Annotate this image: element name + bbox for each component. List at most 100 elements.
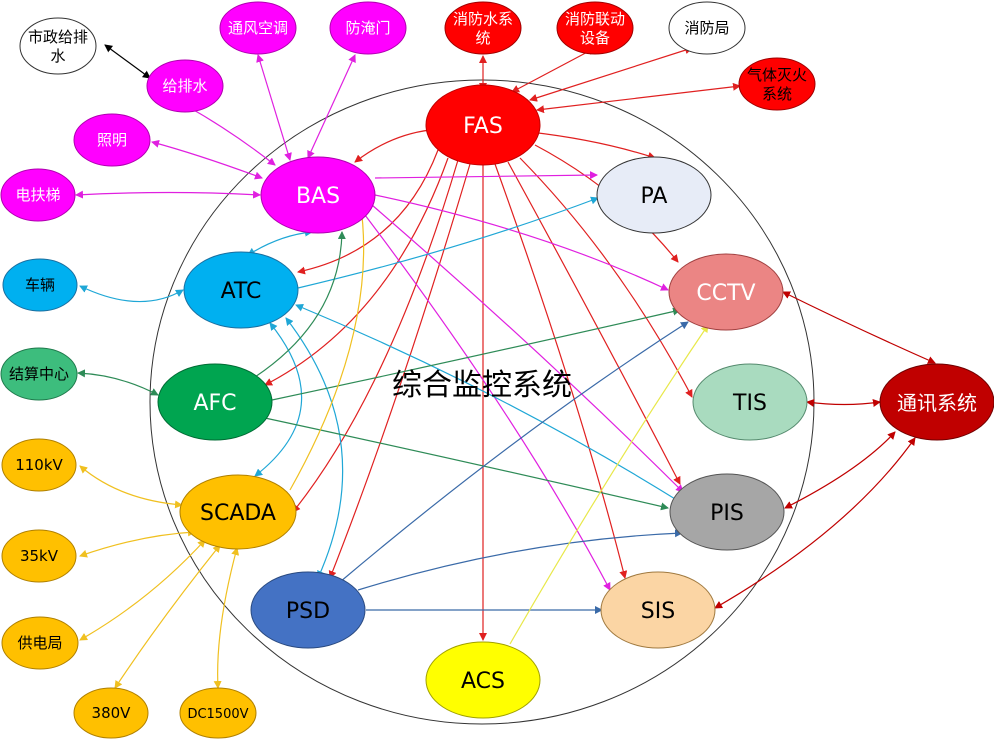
node-fire-link[interactable]: 消防联动 设备 (556, 1, 634, 55)
node-dc1500v-shape (179, 687, 257, 739)
node-gas-extinguish[interactable]: 气体灭火 系统 (738, 57, 816, 111)
node-power-bureau-shape (1, 616, 79, 670)
node-35kv[interactable]: 35kV (1, 529, 77, 583)
node-settlement-center[interactable]: 结算中心 (0, 347, 78, 401)
link-psd-cctv (339, 321, 689, 583)
node-tis-shape (692, 363, 808, 441)
node-lighting-label: 照明 (97, 131, 127, 149)
node-psd[interactable]: PSD (250, 571, 366, 649)
node-water-supply[interactable]: 给排水 (146, 59, 224, 113)
node-floodgate-label: 防淹门 (345, 19, 390, 37)
link-comm-tis (806, 398, 881, 407)
node-acs[interactable]: ACS (425, 641, 541, 719)
node-bas-shape (260, 156, 376, 234)
node-pis-label: PIS (710, 501, 744, 526)
node-ventilation[interactable]: 通风空调 (219, 1, 297, 55)
node-fire-water-shape (444, 1, 522, 55)
link-bas-lighting (151, 139, 263, 180)
link-atc-bas (247, 228, 313, 256)
node-lighting-shape (73, 113, 151, 167)
node-380v-label: 380V (92, 704, 132, 722)
link-scada-dc1500 (213, 547, 240, 689)
node-power-bureau[interactable]: 供电局 (1, 616, 79, 670)
link-atc-scada (254, 322, 303, 477)
node-escalator[interactable]: 电扶梯 (0, 168, 76, 222)
node-municipal-water[interactable]: 市政给排 水 (19, 17, 97, 75)
node-380v[interactable]: 380V (73, 687, 149, 739)
node-vehicle[interactable]: 车辆 (2, 258, 78, 312)
link-scada-bas (289, 199, 366, 491)
node-lighting[interactable]: 照明 (73, 113, 151, 167)
node-ventilation-label: 通风空调 (228, 19, 288, 37)
node-sis-shape (600, 571, 716, 649)
node-bas[interactable]: BAS (260, 156, 376, 234)
node-floodgate[interactable]: 防淹门 (329, 1, 407, 55)
node-cctv[interactable]: CCTV (668, 253, 784, 331)
link-scada-110kv (79, 465, 183, 509)
node-dc1500v-label: DC1500V (187, 707, 248, 722)
node-fire-bureau[interactable]: 消防局 (668, 1, 746, 55)
node-sis[interactable]: SIS (600, 571, 716, 649)
node-fire-water-label-2: 统 (475, 29, 490, 47)
node-cctv-label: CCTV (696, 281, 755, 306)
link-fas-gas (536, 82, 741, 114)
node-vehicle-shape (2, 258, 78, 312)
node-fire-bureau-label: 消防局 (684, 19, 729, 37)
node-comm[interactable]: 通讯系统 (879, 363, 994, 441)
node-fire-link-shape (556, 1, 634, 55)
node-municipal-water-shape (19, 17, 97, 75)
node-afc[interactable]: AFC (157, 363, 273, 441)
link-afc-settlement (77, 369, 159, 396)
node-380v-shape (73, 687, 149, 739)
node-fire-water-label-1: 消防水系 (453, 10, 513, 28)
link-afc-pis (264, 417, 669, 511)
node-pis[interactable]: PIS (669, 473, 785, 551)
link-atc-pis (295, 304, 681, 503)
node-escalator-label: 电扶梯 (15, 186, 60, 204)
node-municipal-water-label-1: 市政给排 (28, 28, 88, 46)
node-atc[interactable]: ATC (183, 251, 299, 329)
node-settlement-center-label: 结算中心 (9, 365, 69, 383)
node-water-supply-shape (146, 59, 224, 113)
node-scada[interactable]: SCADA (179, 474, 297, 550)
connections (75, 44, 936, 689)
node-acs-shape (425, 641, 541, 719)
node-fire-water[interactable]: 消防水系 统 (444, 1, 522, 55)
node-gas-extinguish-label-2: 系统 (762, 85, 792, 103)
node-sis-label: SIS (641, 599, 675, 624)
node-110kv-shape (1, 438, 77, 492)
link-comm-sis (714, 437, 916, 609)
node-ventilation-shape (219, 1, 297, 55)
link-fas-fire-bureau (529, 46, 693, 102)
link-psd-pis (357, 529, 683, 591)
node-scada-shape (179, 474, 297, 550)
link-bas-ventilation (256, 54, 292, 161)
node-dc1500v[interactable]: DC1500V (179, 687, 257, 739)
node-atc-label: ATC (221, 279, 262, 304)
node-fas[interactable]: FAS (425, 84, 541, 166)
node-fire-bureau-shape (668, 1, 746, 55)
link-atc-psd (285, 317, 344, 579)
node-psd-shape (250, 571, 366, 649)
node-atc-shape (183, 251, 299, 329)
link-atc-vehicle (79, 285, 184, 303)
node-tis[interactable]: TIS (692, 363, 808, 441)
node-scada-label: SCADA (200, 501, 276, 526)
node-comm-shape (879, 363, 994, 441)
node-fire-link-label-2: 设备 (580, 29, 610, 47)
node-pa-shape (596, 156, 712, 234)
link-afc-bas (254, 231, 346, 378)
link-comm-cctv (782, 291, 936, 364)
link-atc-pa (297, 196, 599, 289)
link-fas-pa (529, 131, 656, 160)
link-scada-35kv (79, 528, 196, 558)
link-comm-pis (784, 431, 896, 509)
node-comm-label: 通讯系统 (897, 391, 977, 415)
node-bas-label: BAS (296, 184, 340, 209)
link-bas-pa (374, 171, 598, 180)
node-pa[interactable]: PA (596, 156, 712, 234)
link-bas-cctv (374, 194, 669, 291)
node-110kv[interactable]: 110kV (1, 438, 77, 492)
link-fas-fire-link (511, 47, 596, 93)
